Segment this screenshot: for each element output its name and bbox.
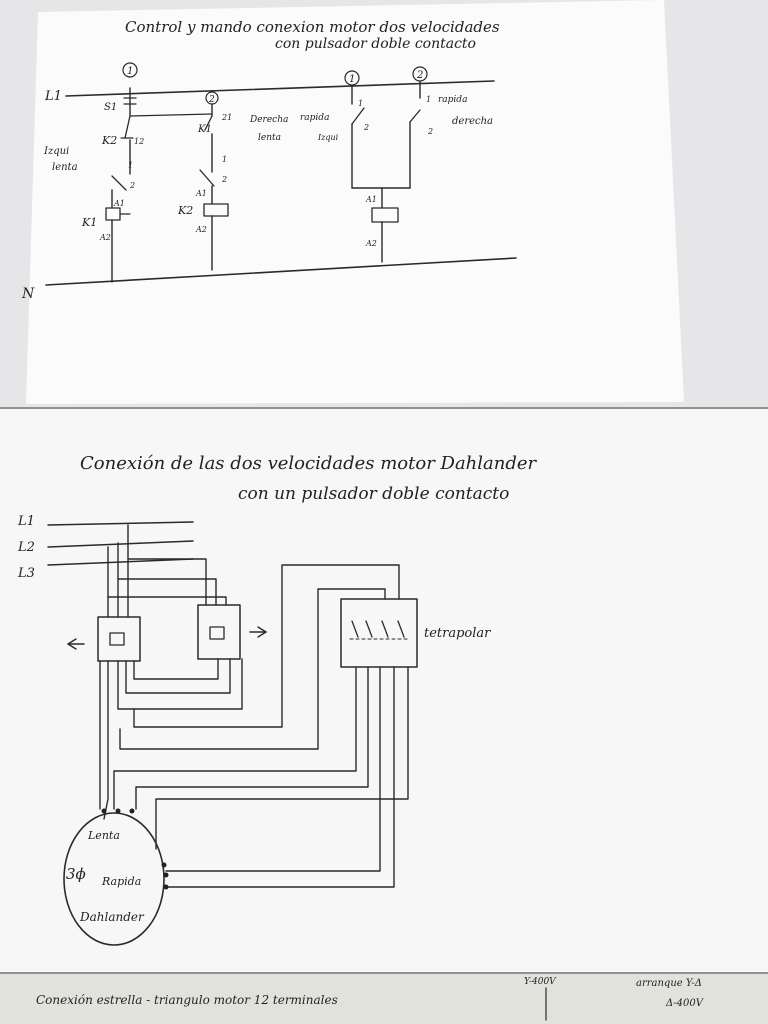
branch-pushbuttons: Derecha rapida lenta Izqui 1 2 1 rapida … [249,81,493,263]
svg-text:A2: A2 [365,239,377,248]
k1-contact-label: K1 [197,124,212,135]
switch-outputs [113,666,409,888]
supply-lines [47,521,194,566]
contactor-right [197,604,267,660]
rail-n-label: N [21,286,35,302]
sheet3-title: Conexión estrella - triangulo motor 12 t… [36,993,338,1007]
node-marker-4: 2 [412,66,428,82]
svg-text:A2: A2 [195,225,207,234]
k2-contact-number: 12 [134,137,144,146]
svg-text:1: 1 [127,66,133,77]
izqui-label: Izqui [43,146,69,157]
note-delta-400v: Δ-400V [665,998,705,1009]
svg-text:A1: A1 [195,189,207,198]
derecha-label: Derecha [249,115,288,125]
rail-l1 [65,80,495,97]
svg-text:A1: A1 [365,195,377,204]
rapida-label-2: rapida [438,95,467,105]
branch-k2: K1 21 1 2 A1 K2 A2 [177,103,232,271]
contactor-feeds [107,524,227,618]
note-y-400v: Y-400V [524,977,557,987]
paper [26,0,684,404]
sheet2-title-line2: con un pulsador doble contacto [238,484,509,504]
motor-rapida-label: Rapida [101,875,141,888]
motor-name-label: Dahlander [79,910,145,924]
svg-text:2: 2 [416,70,423,81]
control-circuit-sheet: Control y mando conexion motor dos veloc… [0,0,768,407]
sheet1-title-line2: con pulsador doble contacto [275,36,476,52]
izqui-label-2: Izqui [317,133,339,142]
lenta-label: lenta [52,162,78,173]
svg-text:21: 21 [221,113,232,122]
k2-coil-label: K2 [177,204,193,217]
supply-l1-label: L1 [17,514,35,529]
svg-text:2: 2 [208,95,215,105]
supply-l2-label: L2 [17,540,35,555]
contactor-outputs [99,564,400,820]
control-circuit-diagram: Control y mando conexion motor dos veloc… [21,0,684,404]
node-marker-3: 1 [344,70,360,86]
tetrapolar-switch [340,598,418,668]
star-delta-sheet: Conexión estrella - triangulo motor 12 t… [0,974,768,1024]
svg-text:1: 1 [128,161,133,170]
rail-l1-label: L1 [44,89,62,104]
node-marker-1: 1 [122,62,138,78]
sheet2-title-line1: Conexión de las dos velocidades motor Da… [80,453,538,474]
contactor-left [67,616,141,662]
motor-coil [371,207,399,223]
svg-text:1: 1 [358,99,363,108]
sheet1-title-line1: Control y mando conexion motor dos veloc… [125,18,500,36]
power-circuit-diagram: Conexión de las dos velocidades motor Da… [0,409,768,972]
rail-n [45,257,517,286]
motor-3phase-label: 3ϕ [66,865,86,883]
svg-text:1: 1 [222,155,227,164]
svg-text:1: 1 [349,74,355,85]
supply-l3-label: L3 [17,566,35,581]
note-arranque: arranque Y-Δ [636,978,702,989]
s1-label: S1 [104,102,117,113]
svg-text:2: 2 [129,181,135,190]
k2-label: K2 [101,134,117,147]
svg-text:A2: A2 [99,233,111,242]
svg-text:2: 2 [221,175,227,184]
rapida-label: rapida [300,113,329,123]
star-delta-diagram: Conexión estrella - triangulo motor 12 t… [0,974,768,1024]
k1-coil-label: K1 [81,216,97,229]
svg-text:1: 1 [426,95,431,104]
power-circuit-sheet: Conexión de las dos velocidades motor Da… [0,409,768,972]
branch-k1: S1 K2 12 Izqui lenta 1 2 A1 K1 A2 [43,87,213,283]
svg-text:A1: A1 [113,199,125,208]
tetrapolar-label: tetrapolar [424,626,491,641]
lenta-label-2: lenta [258,133,281,143]
svg-text:2: 2 [427,127,433,136]
dahlander-motor [63,808,169,946]
motor-lenta-label: Lenta [87,829,120,842]
derecha-label-2: derecha [452,116,493,127]
svg-text:2: 2 [363,123,369,132]
k2-coil [203,203,229,217]
